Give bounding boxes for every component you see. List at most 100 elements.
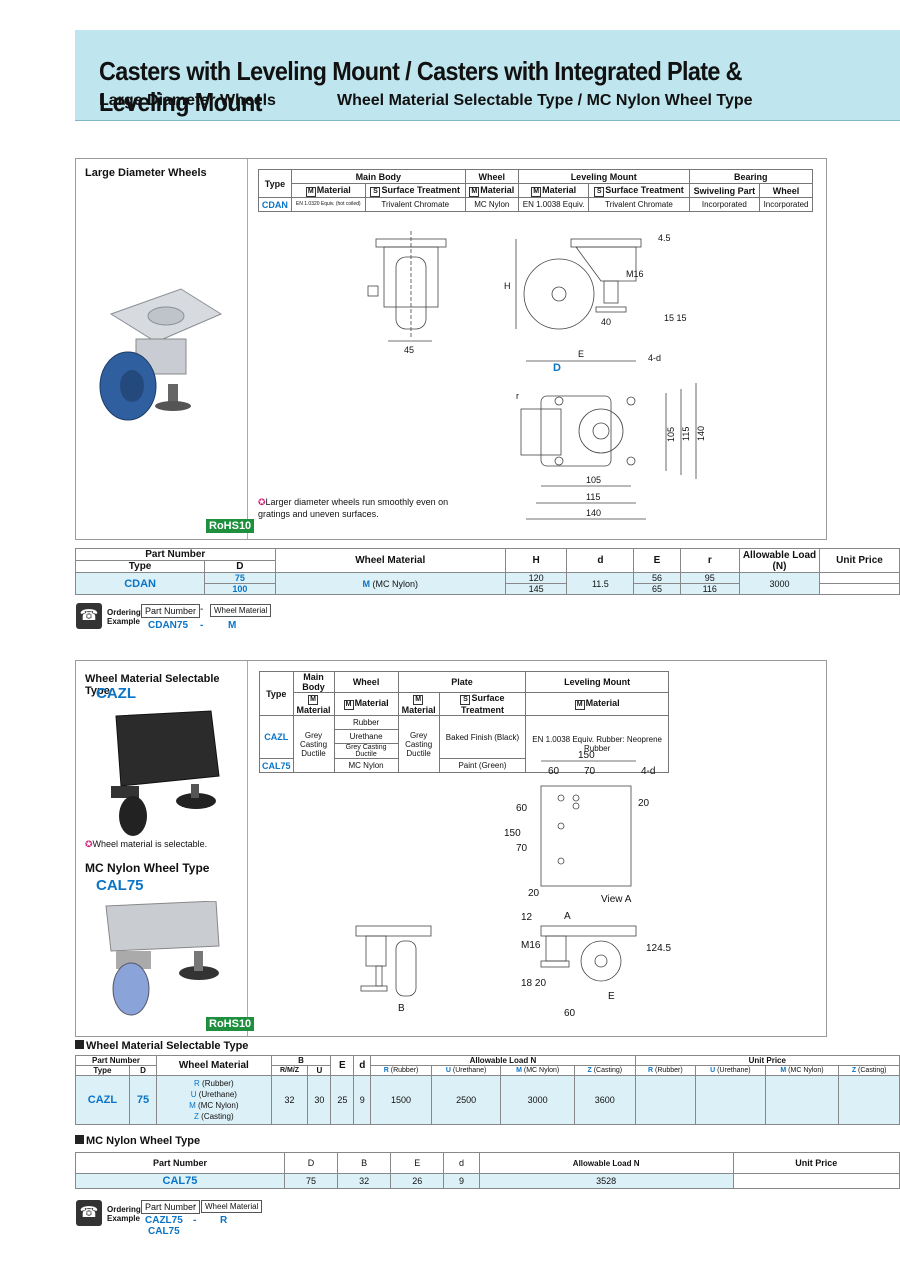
- page-header: Casters with Leveling Mount / Casters wi…: [75, 30, 900, 121]
- ordering-wm-box-2: Wheel Material: [201, 1200, 263, 1213]
- ordering-example-code-3: CAL75: [148, 1226, 180, 1237]
- part-cell: 3000: [739, 572, 820, 595]
- section4-heading: MC Nylon Wheel Type: [75, 1135, 200, 1147]
- part-table-cazl: Part Number Wheel Material B E d Allowab…: [75, 1055, 900, 1125]
- dim-m16: M16: [626, 269, 644, 279]
- caster-photo-cal75: [105, 901, 220, 1016]
- spec-table-cdan: Type Main Body Wheel Leveling Mount Bear…: [258, 169, 814, 212]
- price-cell: [732, 1173, 900, 1189]
- part-type-cell: CDAN: [74, 572, 206, 595]
- dim-105: 105: [586, 475, 601, 485]
- dim-45: 45: [404, 345, 414, 355]
- spec-cell: Incorporated: [688, 197, 761, 212]
- section2-code2: CAL75: [96, 877, 144, 894]
- dim-140: 140: [586, 508, 601, 518]
- svg-text:150: 150: [578, 750, 595, 761]
- part-number-header: Part Number: [75, 548, 276, 561]
- svg-text:View A: View A: [601, 894, 632, 905]
- section-selectable-type: Wheel Material Selectable Type CAZL ✪Whe…: [75, 660, 827, 1037]
- spec-bearing: Bearing: [688, 169, 814, 184]
- ordering-partnum-box-2: Part Number: [141, 1200, 201, 1214]
- product-photo-column-2: Wheel Material Selectable Type CAZL ✪Whe…: [76, 661, 255, 1036]
- part-cell: 100: [204, 583, 276, 595]
- dim-h: H: [504, 281, 511, 291]
- spec-cell: MC Nylon: [464, 197, 519, 212]
- svg-text:B: B: [398, 1003, 405, 1014]
- price-header: Unit Price: [819, 548, 900, 573]
- price-cell: [819, 583, 900, 595]
- caster-photo-cdan: [99, 288, 223, 421]
- part-cell: 56: [633, 572, 681, 584]
- e-header: E: [633, 548, 681, 573]
- svg-text:70: 70: [516, 843, 528, 854]
- h-header: H: [504, 548, 568, 573]
- svg-text:4-d: 4-d: [641, 766, 655, 777]
- spec-cell-type: CDAN: [258, 197, 292, 212]
- svg-text:20: 20: [638, 798, 650, 809]
- spec-table-cazl: Type Main Body Wheel Plate Leveling Moun…: [259, 671, 669, 773]
- rohs-badge-2: RoHS10: [206, 1017, 255, 1031]
- svg-text:60: 60: [564, 1008, 576, 1019]
- svg-text:12: 12: [521, 912, 533, 923]
- part-cell: 95: [679, 572, 741, 584]
- dim-4-d: 4-d: [648, 353, 661, 363]
- svg-text:A: A: [564, 911, 571, 922]
- spec-cell: Trivalent Chromate: [364, 197, 466, 212]
- svg-text:20: 20: [528, 888, 540, 899]
- part-cell: 65: [633, 583, 681, 595]
- svg-text:60: 60: [548, 766, 560, 777]
- ordering-dash-3: -: [193, 1200, 197, 1211]
- dim-r: r: [516, 391, 519, 401]
- svg-text:18 20: 18 20: [521, 978, 546, 989]
- svg-text:124.5: 124.5: [646, 943, 671, 954]
- technical-drawing-cazl: 150 60 70 4-d 20 60 70 150 20 View A B A…: [355, 750, 671, 1019]
- spec-swiveling: Swiveling Part: [688, 183, 761, 198]
- spec-main-body: Main Body: [290, 169, 466, 184]
- feature-icon: ✪: [258, 497, 266, 507]
- spec-cell: EN 1.0320 Equiv. (hot coiled): [290, 197, 366, 212]
- ordering-example-material: M: [228, 620, 237, 631]
- ordering-phone-icon-2: ☎: [76, 1200, 102, 1226]
- page-title: Casters with Leveling Mount / Casters wi…: [99, 56, 743, 117]
- price-cell: [838, 1075, 900, 1125]
- spec-type-header: Type: [258, 169, 292, 198]
- dim-115: 115: [586, 492, 600, 502]
- dim-115-v: 115: [681, 427, 691, 441]
- spec-bearing-wheel: Wheel: [759, 183, 813, 198]
- svg-text:E: E: [608, 991, 615, 1002]
- ordering-example-material-2: R: [220, 1215, 228, 1226]
- section1-title: Large Diameter Wheels: [85, 167, 207, 179]
- price-cell: [695, 1075, 766, 1125]
- price-cell: [634, 1075, 697, 1125]
- subtitle-left: Large Diameter Wheels: [99, 92, 276, 109]
- svg-text:150: 150: [504, 828, 521, 839]
- load-header: Allowable Load (N): [739, 548, 820, 573]
- ordering-phone-icon: ☎: [76, 603, 102, 629]
- ordering-dash-2: -: [200, 620, 204, 631]
- type-header: Type: [74, 560, 206, 573]
- part-cell: 120: [504, 572, 568, 584]
- dim-d: D: [553, 362, 561, 374]
- wheel-material-header: Wheel Material: [274, 548, 506, 573]
- svg-text:60: 60: [516, 803, 528, 814]
- selectable-note: ✪Wheel material is selectable.: [85, 839, 208, 849]
- section-large-diameter: Large Diameter Wheels RoHS10 Type Main B…: [75, 158, 827, 540]
- section3-heading: Wheel Material Selectable Type: [75, 1040, 248, 1052]
- part-table-cal75: Part Number D B E d Allowable Load N Uni…: [75, 1152, 900, 1189]
- product-photo-column: Large Diameter Wheels RoHS10: [76, 159, 255, 539]
- dim-40: 40: [601, 317, 611, 327]
- section2-title2: MC Nylon Wheel Type: [85, 861, 210, 875]
- note-icon: ✪: [85, 839, 93, 849]
- ordering-example-code-2: CAZL75: [145, 1215, 183, 1226]
- spec-cell: Trivalent Chromate: [588, 197, 690, 212]
- dim-105-v: 105: [666, 427, 676, 442]
- ordering-wm-box: Wheel Material: [210, 604, 272, 617]
- ordering-dash-4: -: [193, 1215, 197, 1226]
- feature-note: ✪Larger diameter wheels run smoothly eve…: [258, 497, 449, 519]
